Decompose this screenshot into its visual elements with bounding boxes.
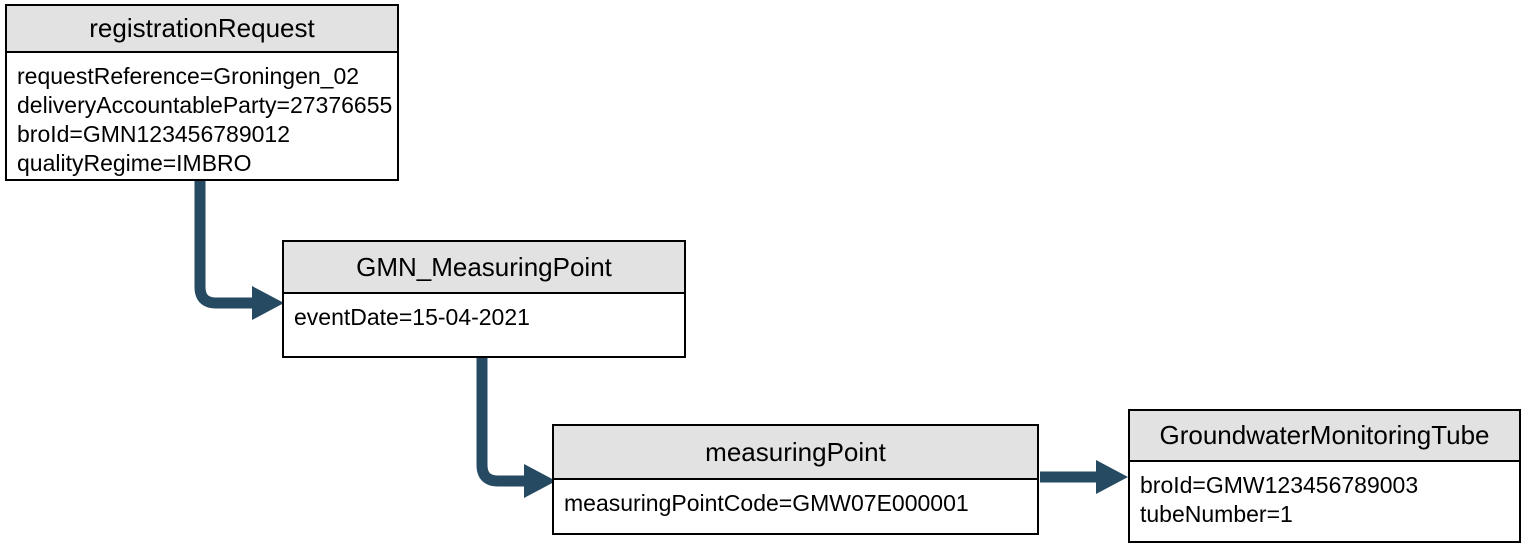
- attribute-line: broId=GMW123456789003: [1140, 472, 1419, 498]
- attribute-line: tubeNumber=1: [1140, 501, 1293, 527]
- arrowhead-groundwatermonitoringtube: [1096, 460, 1128, 494]
- arrowhead-gmn-measuringpoint: [252, 286, 284, 320]
- node-attributes: requestReference=Groningen_02 deliveryAc…: [7, 53, 397, 179]
- attribute-line: deliveryAccountableParty=27376655: [17, 92, 393, 118]
- node-attributes: measuringPointCode=GMW07E000001: [554, 480, 1037, 533]
- attribute-line: qualityRegime=IMBRO: [17, 150, 252, 176]
- node-measuring-point: measuringPoint measuringPointCode=GMW07E…: [552, 424, 1039, 535]
- attribute-line: measuringPointCode=GMW07E000001: [564, 490, 969, 516]
- node-title: measuringPoint: [554, 426, 1037, 480]
- attribute-line: eventDate=15-04-2021: [294, 304, 530, 330]
- node-title: GroundwaterMonitoringTube: [1130, 411, 1519, 462]
- connector-gmn-measuringpoint-to-measuringpoint: [476, 358, 525, 487]
- node-title: registrationRequest: [7, 6, 397, 53]
- node-attributes: eventDate=15-04-2021: [284, 294, 684, 356]
- node-groundwater-monitoring-tube: GroundwaterMonitoringTube broId=GMW12345…: [1128, 409, 1521, 543]
- node-title: GMN_MeasuringPoint: [284, 242, 684, 294]
- attribute-line: broId=GMN123456789012: [17, 121, 291, 147]
- attribute-line: requestReference=Groningen_02: [17, 63, 360, 89]
- node-registration-request: registrationRequest requestReference=Gro…: [5, 4, 399, 181]
- node-gmn-measuring-point: GMN_MeasuringPoint eventDate=15-04-2021: [282, 240, 686, 358]
- node-attributes: broId=GMW123456789003 tubeNumber=1: [1130, 462, 1519, 541]
- connector-registrationRequest-to-gmn-measuringpoint: [194, 180, 253, 309]
